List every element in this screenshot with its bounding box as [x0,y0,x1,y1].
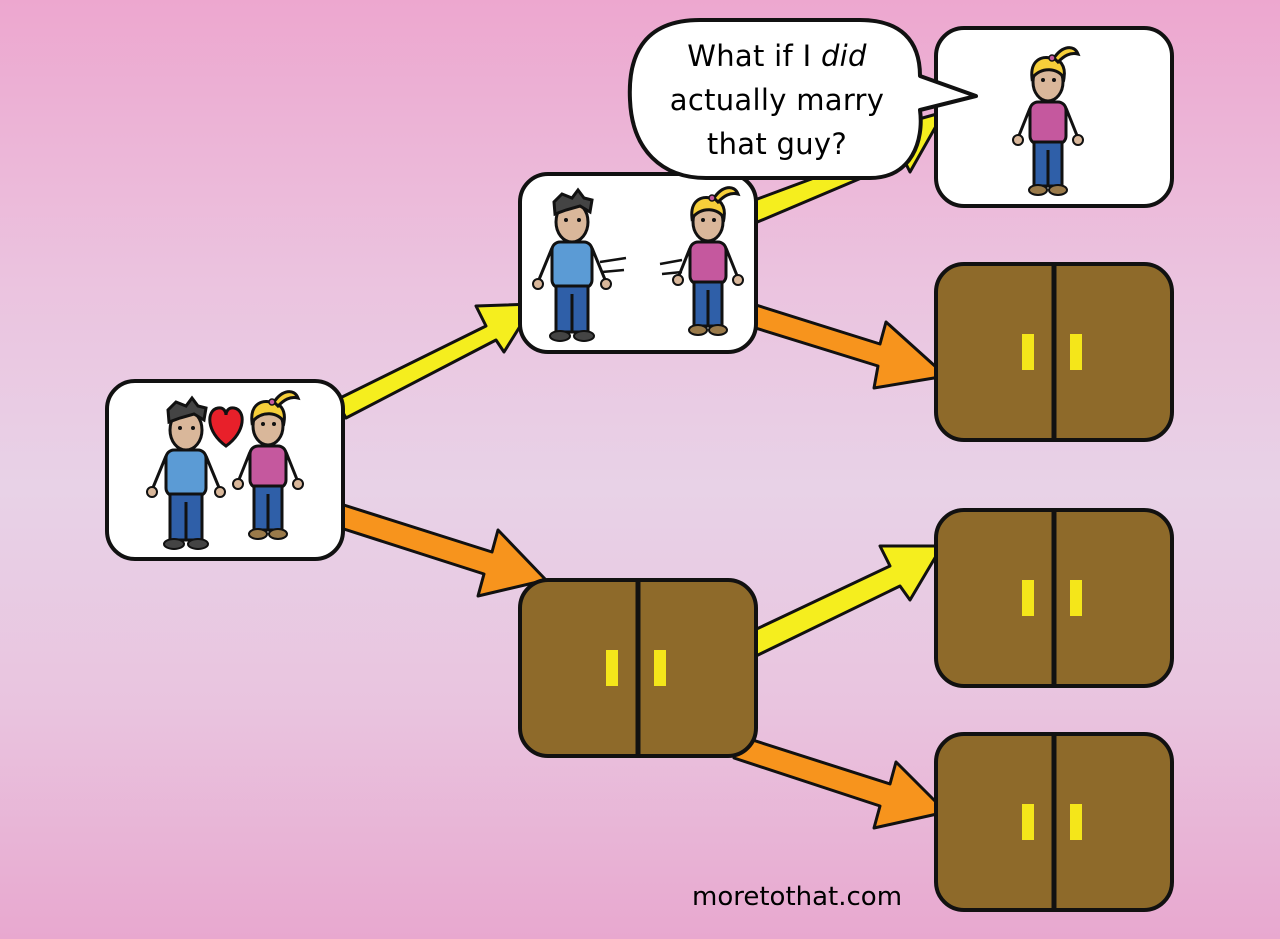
arrow-orange-to-door-middle [320,498,548,598]
speech-emphasis: did [820,39,867,73]
speech-bubble-text: What if I did actually marry that guy? [648,34,906,166]
door-top-right [936,264,1172,440]
arrow-orange-to-door-bottom [732,734,948,830]
heart-icon [208,406,244,448]
door-middle [520,580,756,756]
door-bottom-right [936,734,1172,910]
speech-line1: What if I [687,39,821,73]
couple-panel [105,379,345,561]
arrow-yellow-to-breakup [334,302,536,420]
site-credit: moretothat.com [692,882,903,912]
door-third-right [936,510,1172,686]
breakup-panel [518,172,758,354]
speech-bubble [627,18,978,180]
speech-line2: actually marry [669,83,885,117]
regret-panel [934,26,1174,208]
arrow-orange-to-door-top [734,298,948,390]
speech-line3: that guy? [706,127,848,161]
arrow-yellow-to-door-third [744,544,944,658]
